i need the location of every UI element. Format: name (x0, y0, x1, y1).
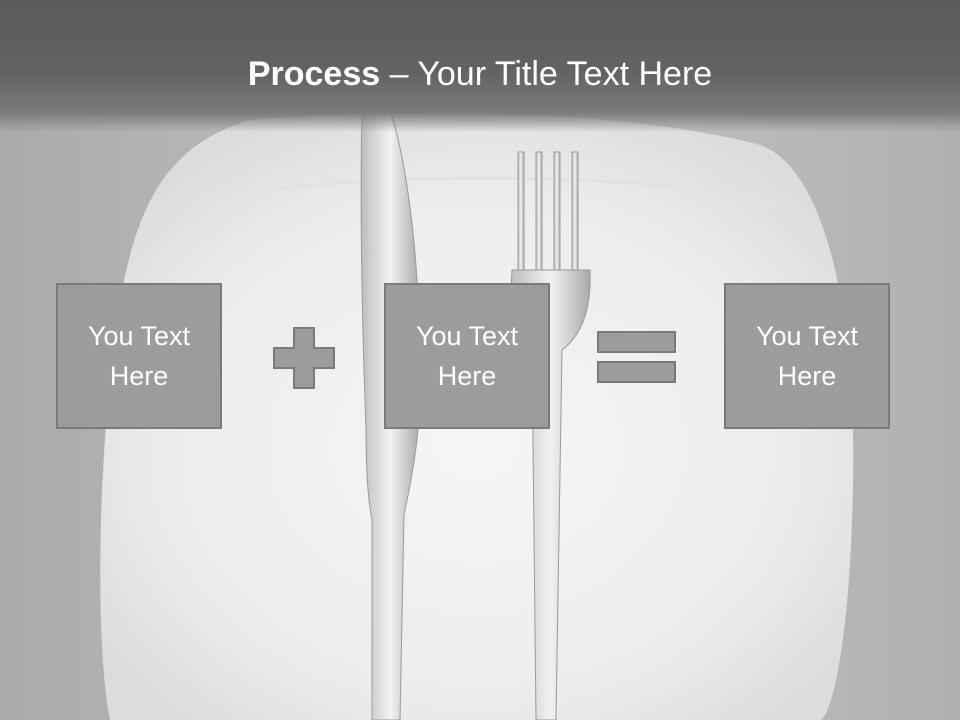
process-box-2[interactable]: You Text Here (384, 283, 550, 429)
process-box-1[interactable]: You Text Here (56, 283, 222, 429)
process-box-3-text: You Text Here (755, 321, 859, 391)
title-rest: – Your Title Text Here (380, 55, 713, 93)
title-band (0, 0, 960, 132)
process-box-3[interactable]: You Text Here (724, 283, 890, 429)
plus-icon (273, 327, 335, 389)
equals-icon (597, 331, 676, 383)
process-box-1-text: You Text Here (87, 321, 191, 391)
slide-title[interactable]: Process – Your Title Text Here (0, 52, 960, 96)
process-box-2-text: You Text Here (415, 321, 519, 391)
title-bold: Process (247, 55, 381, 93)
